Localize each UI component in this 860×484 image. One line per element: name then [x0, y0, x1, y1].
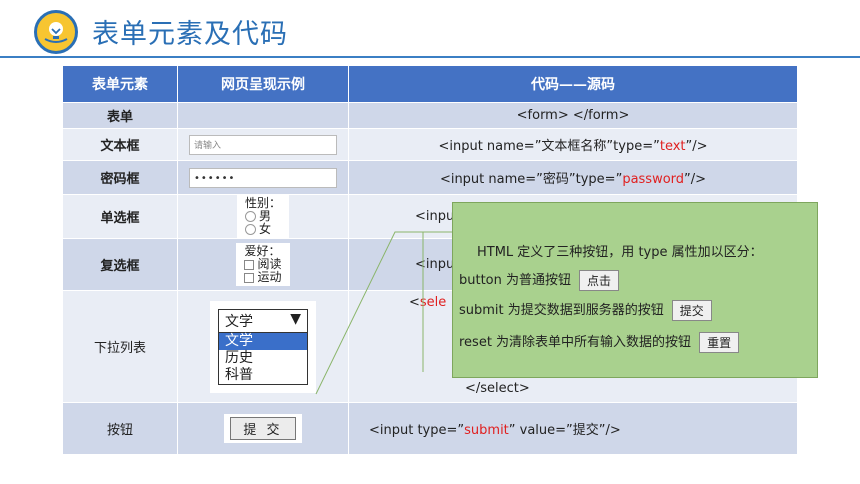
- table-row: 表单 <form> </form>: [62, 102, 798, 129]
- row-code: <input name=”文本框名称”type=”text”/>: [348, 128, 798, 161]
- lightbulb-icon: [44, 22, 68, 43]
- row-name: 文本框: [62, 128, 178, 161]
- callout-item: reset 为清除表单中所有输入数据的按钮重置: [459, 331, 740, 353]
- logo-icon: [34, 10, 78, 54]
- row-demo: 提 交: [177, 402, 349, 455]
- select-option[interactable]: 文学: [219, 332, 307, 350]
- table-header-row: 表单元素 网页呈现示例 代码——源码: [62, 65, 798, 103]
- callout-item: button 为普通按钮点击: [459, 269, 620, 291]
- header-code: 代码——源码: [348, 65, 798, 103]
- password-input-demo[interactable]: ••••••: [189, 167, 337, 188]
- radio-button[interactable]: [244, 224, 256, 235]
- row-name: 密码框: [62, 160, 178, 195]
- row-name: 按钮: [62, 402, 178, 455]
- select-demo-wrap: 文学▼ 文学 历史 科普: [210, 300, 316, 393]
- row-name: 表单: [62, 102, 178, 129]
- radio-group-demo: 性别： 男 女: [236, 195, 289, 238]
- reset-example[interactable]: 重置: [699, 332, 740, 353]
- button-types-callout: HTML 定义了三种按钮，用 type 属性加以区分： button 为普通按钮…: [452, 202, 818, 378]
- callout-item: submit 为提交数据到服务器的按钮提交: [459, 299, 712, 321]
- row-name: 单选框: [62, 194, 178, 239]
- header-example: 网页呈现示例: [177, 65, 349, 103]
- row-code: <input name=”密码”type=”password”/>: [348, 160, 798, 195]
- table-row: 文本框 请输入 <input name=”文本框名称”type=”text”/>: [62, 128, 798, 161]
- checkbox[interactable]: [244, 259, 255, 270]
- button-example[interactable]: 点击: [579, 270, 620, 291]
- text-input-demo[interactable]: 请输入: [189, 134, 337, 155]
- row-demo: 请输入: [177, 128, 349, 161]
- row-demo: 爱好： 阅读 运动: [177, 238, 349, 291]
- radio-button[interactable]: [244, 211, 256, 222]
- checkbox-group-demo: 爱好： 阅读 运动: [236, 243, 290, 286]
- title-divider: [0, 56, 860, 58]
- row-code: <form> </form>: [348, 102, 798, 129]
- select-option[interactable]: 科普: [225, 366, 253, 383]
- page-title: 表单元素及代码: [92, 19, 288, 50]
- table-row: 密码框 •••••• <input name=”密码”type=”passwor…: [62, 160, 798, 195]
- select-option[interactable]: 历史: [225, 349, 253, 366]
- row-name: 复选框: [62, 238, 178, 291]
- callout-intro: HTML 定义了三种按钮，用 type 属性加以区分：: [477, 245, 763, 260]
- row-name: 下拉列表: [62, 290, 178, 403]
- row-demo: 性别： 男 女: [177, 194, 349, 239]
- header-element: 表单元素: [62, 65, 178, 103]
- submit-example[interactable]: 提交: [671, 300, 712, 321]
- table-row: 按钮 提 交 <input type=”submit” value=”提交”/>: [62, 402, 798, 455]
- submit-button-demo[interactable]: 提 交: [224, 414, 302, 443]
- caret-down-icon: ▼: [290, 310, 301, 327]
- checkbox[interactable]: [244, 272, 255, 283]
- select-dropdown-demo[interactable]: 文学▼ 文学 历史 科普: [218, 308, 308, 385]
- row-demo: [177, 102, 349, 129]
- row-code: <input type=”submit” value=”提交”/>: [348, 402, 798, 455]
- row-demo: ••••••: [177, 160, 349, 195]
- row-demo: 文学▼ 文学 历史 科普: [177, 290, 349, 403]
